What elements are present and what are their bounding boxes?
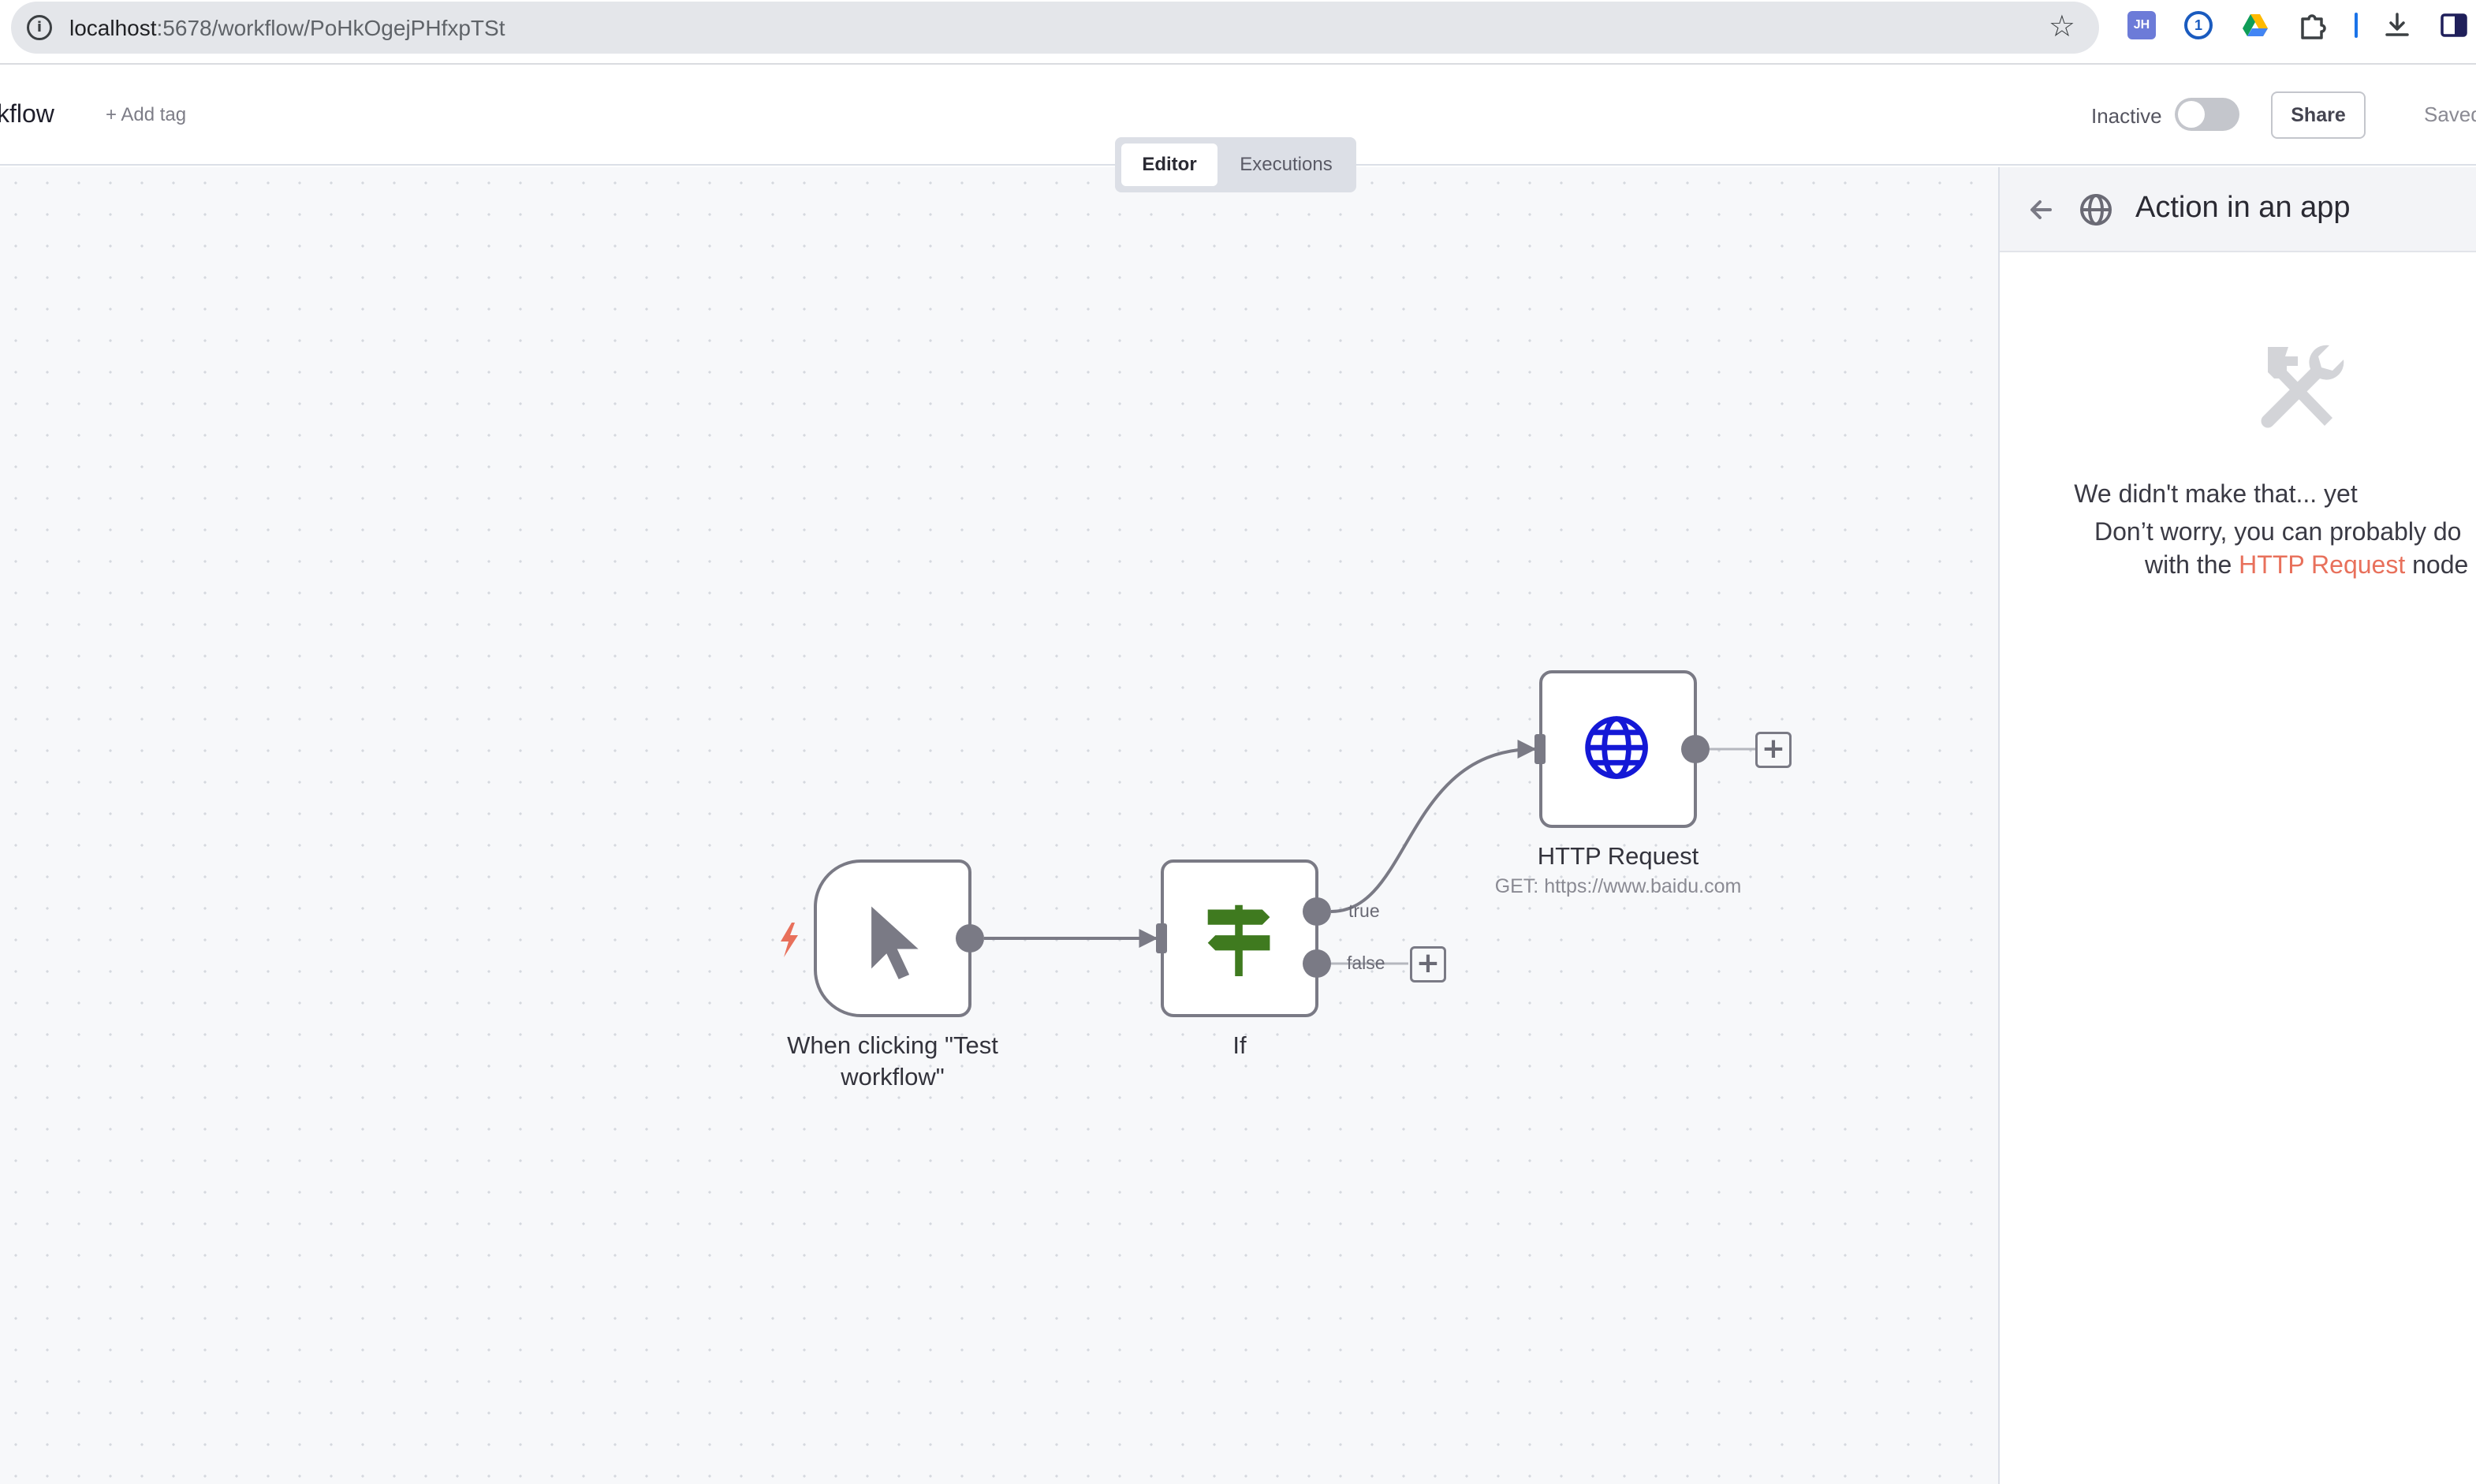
empty-state-line-1: Don’t worry, you can probably do bbox=[2094, 517, 2462, 546]
workflow-canvas[interactable] bbox=[0, 167, 1998, 1484]
http-output-handle[interactable] bbox=[1681, 735, 1710, 763]
share-button[interactable]: Share bbox=[2271, 91, 2366, 139]
empty-state-prefix: with the bbox=[2145, 550, 2239, 579]
site-info-icon[interactable]: i bbox=[27, 15, 52, 40]
if-input-handle[interactable] bbox=[1156, 923, 1167, 953]
if-node-label: If bbox=[1232, 1031, 1247, 1059]
trigger-bolt-icon bbox=[781, 923, 798, 957]
globe-icon bbox=[1585, 716, 1648, 779]
toggle-knob bbox=[2178, 101, 2205, 128]
jh-extension-icon[interactable]: JH bbox=[2127, 11, 2156, 39]
url-text[interactable]: localhost:5678/workflow/PoHkOgejPHfxpTSt bbox=[69, 16, 505, 40]
back-arrow-icon[interactable] bbox=[2027, 196, 2055, 224]
trigger-output-handle[interactable] bbox=[956, 924, 984, 953]
tab-editor[interactable]: Editor bbox=[1121, 144, 1217, 186]
bookmark-star-icon[interactable]: ☆ bbox=[2048, 10, 2075, 43]
view-tabs: Editor Executions bbox=[1115, 137, 1356, 192]
onepassword-icon[interactable]: 1 bbox=[2184, 11, 2213, 39]
if-false-output-handle[interactable] bbox=[1303, 949, 1331, 978]
empty-state-title: We didn't make that... yet bbox=[2074, 479, 2358, 508]
sidebar-toggle-icon[interactable] bbox=[2440, 11, 2468, 39]
node-if[interactable] bbox=[1161, 859, 1318, 1017]
http-node-subtitle: GET: https://www.baidu.com bbox=[1494, 875, 1742, 897]
http-request-link[interactable]: HTTP Request bbox=[2239, 550, 2406, 579]
toolbar-separator bbox=[2355, 13, 2358, 38]
download-icon[interactable] bbox=[2383, 11, 2411, 39]
signpost-icon bbox=[1207, 904, 1270, 976]
panel-header: Action in an app bbox=[2000, 167, 2476, 252]
tools-icon bbox=[2261, 345, 2344, 428]
node-manual-trigger[interactable] bbox=[814, 859, 971, 1017]
activation-toggle[interactable] bbox=[2175, 98, 2239, 131]
trigger-node-label: When clicking "Test workflow" bbox=[787, 1031, 998, 1091]
if-false-branch-label: false bbox=[1347, 953, 1385, 973]
google-drive-icon[interactable] bbox=[2241, 11, 2269, 39]
saved-indicator: Saved bbox=[2424, 103, 2476, 126]
browser-toolbar: i localhost:5678/workflow/PoHkOgejPHfxpT… bbox=[0, 0, 2476, 65]
http-node-label: HTTP Request bbox=[1537, 842, 1699, 870]
workflow-name[interactable]: kflow bbox=[0, 99, 54, 128]
empty-state-suffix: node bbox=[2405, 550, 2469, 579]
activation-status-label: Inactive bbox=[2091, 104, 2162, 128]
empty-state-line-2: with the HTTP Request node bbox=[2145, 550, 2468, 580]
puzzle-extensions-icon[interactable] bbox=[2298, 11, 2326, 39]
globe-icon bbox=[2080, 194, 2112, 226]
add-tag-button[interactable]: + Add tag bbox=[106, 104, 187, 125]
http-input-handle[interactable] bbox=[1534, 734, 1546, 764]
address-bar[interactable]: i localhost:5678/workflow/PoHkOgejPHfxpT… bbox=[11, 2, 2099, 54]
if-true-output-handle[interactable] bbox=[1303, 897, 1331, 926]
add-node-after-http-button[interactable]: + bbox=[1755, 732, 1792, 768]
node-http-request[interactable] bbox=[1539, 670, 1697, 828]
add-node-false-button[interactable]: + bbox=[1410, 946, 1446, 982]
cursor-arrow-icon bbox=[871, 906, 919, 979]
panel-title: Action in an app bbox=[2135, 191, 2351, 224]
if-true-branch-label: true bbox=[1348, 900, 1380, 921]
node-creator-panel: Action in an app We didn't make that... … bbox=[1998, 167, 2476, 1484]
tab-executions[interactable]: Executions bbox=[1240, 154, 1333, 175]
